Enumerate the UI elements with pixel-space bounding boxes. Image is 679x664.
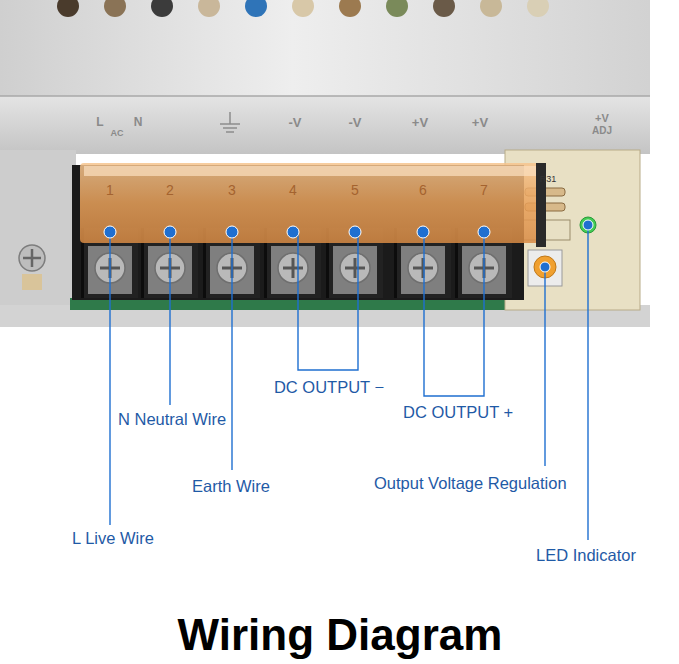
vent-hole <box>480 0 502 17</box>
leader-line <box>231 232 232 470</box>
leader-line <box>109 232 110 525</box>
callout-label: L Live Wire <box>72 529 154 548</box>
vent-hole <box>527 0 549 17</box>
callout-label: Earth Wire <box>192 477 270 496</box>
terminal-marking: AC <box>111 128 124 138</box>
earth-stem <box>229 112 231 124</box>
cover-highlight <box>84 166 538 176</box>
callout-label: N Neutral Wire <box>118 410 226 429</box>
leader-bracket <box>424 232 484 396</box>
screw-slot <box>31 249 34 267</box>
terminal-marking: +V <box>412 116 428 131</box>
adjust-marking: ADJ <box>592 125 612 137</box>
vent-hole <box>386 0 408 17</box>
callout-label: DC OUTPUT − <box>274 378 384 397</box>
adjust-marking: +V <box>595 112 609 125</box>
terminal-number: 3 <box>228 182 236 198</box>
terminal-number: 2 <box>166 182 174 198</box>
leader-dot <box>164 226 176 238</box>
callout-label: DC OUTPUT + <box>403 403 513 422</box>
leader-dot <box>349 226 361 238</box>
terminal-marking: +V <box>472 116 488 131</box>
leader-dot <box>287 226 299 238</box>
leader-dot <box>417 226 429 238</box>
earth-bar <box>226 131 234 133</box>
terminal-number: 7 <box>480 182 488 198</box>
component-ref: R31 <box>540 174 557 184</box>
earth-symbol <box>220 112 240 132</box>
vent-hole <box>245 0 267 17</box>
case-fold <box>0 95 650 97</box>
terminal-marking: -V <box>289 116 302 131</box>
leader-lines <box>110 225 588 540</box>
vent-hole <box>433 0 455 17</box>
terminal-marking: L <box>96 116 103 130</box>
leader-dots <box>104 220 593 272</box>
diagram-title: Wiring Diagram <box>178 610 503 661</box>
terminal-number: 6 <box>419 182 427 198</box>
leader-line <box>169 232 170 405</box>
vent-hole <box>339 0 361 17</box>
mount-flange <box>0 150 76 326</box>
vent-hole <box>57 0 79 17</box>
terminal-cover <box>80 163 542 243</box>
terminal-number: 5 <box>351 182 359 198</box>
leader-bracket <box>298 232 358 370</box>
vent-hole <box>104 0 126 17</box>
terminal-marking: N <box>134 116 143 130</box>
leader-dot <box>540 262 550 272</box>
vent-hole <box>198 0 220 17</box>
case-top <box>0 0 650 96</box>
leader-line <box>544 267 545 466</box>
vent-hole <box>292 0 314 17</box>
mount-screw <box>19 245 45 271</box>
leader-dot <box>583 220 593 230</box>
callout-label: LED Indicator <box>536 546 636 565</box>
terminal-marking: -V <box>349 116 362 131</box>
leader-dot <box>104 226 116 238</box>
leader-line <box>587 225 588 540</box>
washer <box>22 274 42 290</box>
terminal-number: 4 <box>289 182 297 198</box>
case-lip <box>0 96 650 154</box>
leader-dot <box>478 226 490 238</box>
terminal-number: 1 <box>106 182 114 198</box>
earth-bar <box>223 127 237 129</box>
earth-bar <box>220 123 240 125</box>
vent-hole <box>151 0 173 17</box>
vent-holes <box>57 0 549 17</box>
leader-dot <box>226 226 238 238</box>
callout-label: Output Voltage Regulation <box>374 474 567 493</box>
